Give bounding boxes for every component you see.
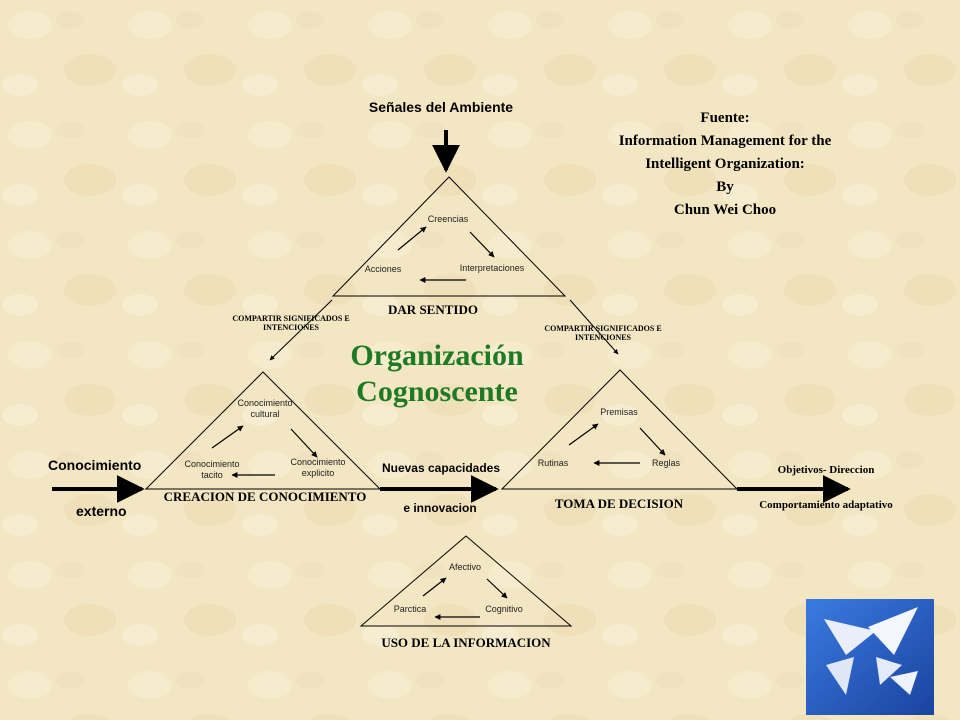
share-right-arrow [569, 299, 619, 355]
knowledge-node-left: Conocimiento tacito [184, 459, 240, 480]
external-label-2: externo [76, 503, 127, 519]
decision-triangle [500, 369, 739, 490]
capabilities-label-1: Nuevas capacidades [381, 461, 501, 475]
source-line-5: Chun Wei Choo [673, 202, 777, 218]
source-line-2: Information Management for the [618, 133, 832, 149]
capabilities-label-2: e innovacion [403, 501, 477, 515]
sensemaking-title: DAR SENTIDO [388, 302, 478, 317]
share-left-label: COMPARTIR SIGNIFICADOS E INTENCIONES [232, 314, 350, 332]
usage-node-top: Afectivo [448, 562, 482, 572]
decision-node-right: Reglas [651, 458, 681, 468]
sensemaking-node-top: Creencias [427, 214, 469, 224]
decision-node-top: Premisas [600, 407, 638, 417]
knowledge-node-top: Conocimiento cultural [237, 398, 293, 419]
external-label-1: Conocimiento [48, 457, 142, 473]
decision-node-left: Rutinas [537, 458, 569, 468]
center-title: Organización Cognoscente [350, 339, 524, 408]
knowledge-triangle [144, 371, 382, 490]
share-left-arrow [269, 299, 333, 361]
source-line-3: Intelligent Organization: [645, 156, 805, 172]
blue-square-paper-shapes-icon [806, 599, 934, 715]
sensemaking-triangle [331, 176, 567, 297]
share-right-label: COMPARTIR SIGNIFICADOS E INTENCIONES [544, 324, 662, 342]
knowledge-node-right: Conocimiento explicito [290, 457, 346, 478]
source-block: Fuente: Information Management for the I… [619, 107, 832, 222]
sensemaking-node-left: Acciones [364, 264, 402, 274]
decision-title: TOMA DE DECISION [554, 496, 684, 511]
signal-label: Señales del Ambiente [368, 99, 514, 115]
sensemaking-node-right: Interpretaciones [459, 263, 525, 273]
usage-node-left: Parctica [393, 604, 427, 614]
output-label-1: Objetivos- Direccion [777, 464, 875, 476]
source-line-1: Fuente: [700, 110, 750, 126]
knowledge-title: CREACION DE CONOCIMIENTO [163, 489, 367, 504]
source-line-4: By [716, 179, 734, 195]
usage-triangle [359, 535, 573, 627]
usage-node-right: Cognitivo [485, 604, 523, 614]
usage-title: USO DE LA INFORMACION [381, 635, 551, 650]
output-label-2: Comportamiento adaptativo [759, 499, 893, 511]
